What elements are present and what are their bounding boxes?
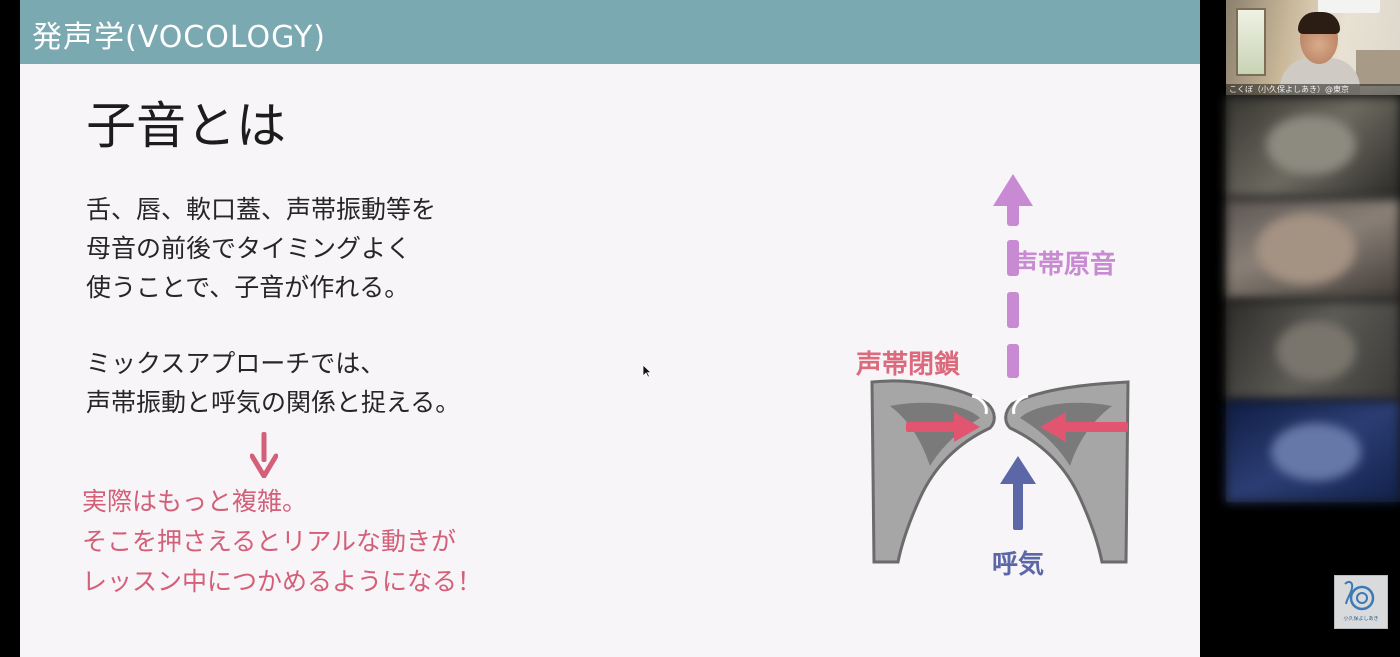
logo-watermark: 小久保よしあき — [1334, 575, 1388, 629]
logo-icon — [1344, 580, 1375, 611]
participant-video-tile[interactable] — [1226, 301, 1400, 399]
paragraph-consonant-definition: 舌、唇、軟口蓋、声帯振動等を 母音の前後でタイミングよく 使うことで、子音が作れ… — [86, 190, 436, 307]
vocal-fold-illustration — [870, 174, 1130, 564]
logo-text: 小久保よしあき — [1343, 616, 1379, 622]
participant-video-panel: こくぼ（小久保よしあき）@東京 — [1226, 0, 1400, 502]
background-air-conditioner — [1318, 0, 1380, 13]
down-arrow-icon — [250, 432, 278, 478]
text-line: 舌、唇、軟口蓋、声帯振動等を — [86, 195, 437, 224]
participant-name-label: こくぼ（小久保よしあき）@東京 — [1226, 84, 1400, 95]
participant-video-tile[interactable] — [1226, 199, 1400, 299]
slide-header-title: 発声学(VOCOLOGY) — [32, 20, 326, 55]
slide-header-bar: 発声学(VOCOLOGY) — [20, 0, 1200, 64]
text-line: 使うことで、子音が作れる。 — [86, 273, 410, 302]
source-arrow-up — [993, 174, 1033, 378]
person-body — [1280, 58, 1360, 95]
label-breath: 呼気 — [992, 550, 1045, 580]
background-window — [1236, 8, 1266, 76]
person-hair — [1298, 12, 1340, 34]
label-vocal-source: 声帯原音 — [1012, 250, 1117, 280]
vocal-fold-diagram: 声帯原音 声帯閉鎖 呼気 — [850, 160, 1170, 600]
mouse-cursor-icon — [642, 364, 652, 378]
paragraph-emphasis: 実際はもっと複雑。 そこを押さえるとリアルな動きが レッスン中につかめるようにな… — [82, 482, 482, 602]
text-line: そこを押さえるとリアルな動きが — [82, 527, 457, 556]
shared-slide: 発声学(VOCOLOGY) 子音とは 舌、唇、軟口蓋、声帯振動等を 母音の前後で… — [20, 0, 1200, 657]
text-line: ミックスアプローチでは、 — [86, 349, 386, 378]
paragraph-mix-approach: ミックスアプローチでは、 声帯振動と呼気の関係と捉える。 — [86, 344, 460, 422]
participant-video-tile[interactable] — [1226, 97, 1400, 197]
closure-arrow-right — [1040, 412, 1128, 442]
breath-arrow-up — [1000, 456, 1036, 530]
background-shelf — [1356, 50, 1400, 86]
text-line: 声帯振動と呼気の関係と捉える。 — [86, 388, 461, 417]
self-view-video[interactable]: こくぼ（小久保よしあき）@東京 — [1226, 0, 1400, 95]
label-vocal-closure: 声帯閉鎖 — [856, 350, 961, 380]
text-line: 実際はもっと複雑。 — [82, 487, 308, 516]
text-line: レッスン中につかめるようになる！ — [82, 567, 483, 596]
closure-arrow-left — [906, 412, 980, 442]
text-line: 母音の前後でタイミングよく — [86, 234, 412, 263]
participant-video-tile[interactable] — [1226, 401, 1400, 502]
slide-title: 子音とは — [86, 97, 286, 155]
